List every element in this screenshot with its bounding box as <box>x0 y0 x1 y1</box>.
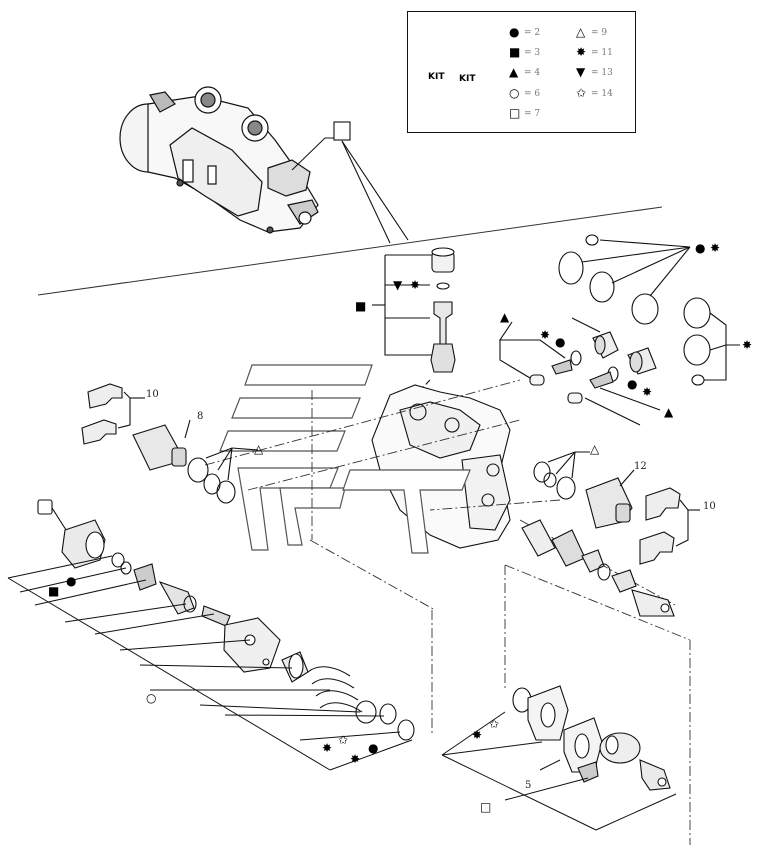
kit2-marker-icon: ● <box>66 574 77 588</box>
kit3-marker-icon: ■ <box>355 299 367 313</box>
kit2-marker-icon: ● <box>368 741 379 755</box>
kit11-marker-icon: ✸ <box>540 328 551 342</box>
legend-entry-14: = 14 <box>591 89 613 99</box>
legend-entry-2: = 2 <box>524 28 541 38</box>
kit11-marker-icon: ✸ <box>350 752 361 766</box>
legend-entry-4: = 4 <box>524 68 541 78</box>
kit11-marker-icon: ✸ <box>710 241 721 255</box>
kit14-marker-icon: ✩ <box>338 733 349 747</box>
kit11-marker-icon: ✸ <box>642 385 653 399</box>
kit7-marker-icon: □ <box>480 800 492 814</box>
kit4-marker-icon: ▲ <box>500 310 510 324</box>
kit14-marker-icon: ✩ <box>489 717 500 731</box>
kit11-marker-icon: ✸ <box>742 338 753 352</box>
kit13-marker-icon: ▼ <box>393 278 403 292</box>
kit9-marker-icon: △ <box>254 442 264 456</box>
legend-entry-11: = 11 <box>591 48 613 58</box>
kit2-marker-icon: ● <box>627 377 638 391</box>
spool-shaft <box>521 519 675 617</box>
open-square-marker-icon <box>333 121 351 141</box>
kit3-marker-icon: ■ <box>48 584 60 598</box>
filled-down-triangle-icon: ▼ <box>576 65 586 79</box>
filled-star-icon: ✸ <box>576 45 587 59</box>
legend-entry-3: = 3 <box>524 48 541 58</box>
legend-entry-13: = 13 <box>591 68 613 78</box>
assembled-valve-picture <box>119 86 319 234</box>
open-square-icon: □ <box>509 106 521 120</box>
kit4-marker-icon: ▲ <box>664 405 674 419</box>
open-star-icon: ✩ <box>576 86 587 100</box>
filled-circle-icon: ● <box>509 25 520 39</box>
callout-10-left: 10 <box>146 389 159 400</box>
legend-entry-9: = 9 <box>591 28 608 38</box>
callout-5: 5 <box>525 780 532 791</box>
spring-icon <box>307 666 363 713</box>
legend-entry-6: = 6 <box>524 89 541 99</box>
kit2-marker-icon: ● <box>695 241 706 255</box>
callout-10-right: 10 <box>703 501 716 512</box>
kit2-marker-icon: ● <box>555 335 566 349</box>
legend-entry-7: = 7 <box>524 109 541 119</box>
kit-legend-box <box>407 11 636 133</box>
filled-triangle-icon: ▲ <box>509 65 519 79</box>
kit11-marker-icon: ✸ <box>472 728 483 742</box>
filled-square-icon: ■ <box>509 45 521 59</box>
callout-8: 8 <box>197 411 204 422</box>
callout-12: 12 <box>634 461 647 472</box>
kit11-marker-icon: ✸ <box>322 741 333 755</box>
valve-housing <box>371 384 511 549</box>
kit-label-left: KIT <box>428 72 445 82</box>
open-circle-icon: ○ <box>509 86 520 100</box>
kit-label-right: KIT <box>459 74 476 84</box>
kit11-marker-icon: ✸ <box>410 278 421 292</box>
open-triangle-icon: △ <box>576 25 586 39</box>
kit6-marker-icon: ○ <box>146 691 157 705</box>
kit9-marker-icon: △ <box>590 442 600 456</box>
